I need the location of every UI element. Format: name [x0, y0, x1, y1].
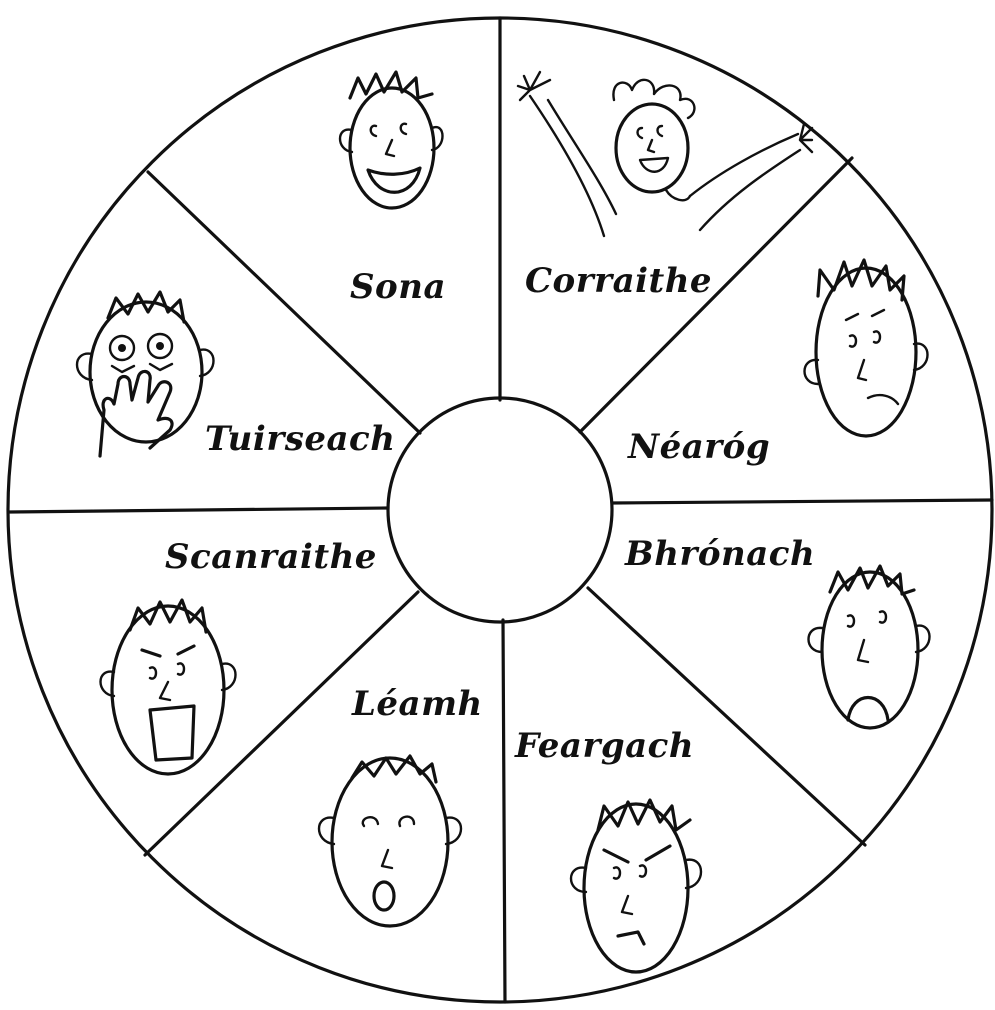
bored-face-icon: [319, 756, 461, 926]
tired-face-icon: [77, 292, 214, 456]
label-corraithe: Corraithe: [525, 261, 712, 301]
center-hub: [388, 398, 612, 622]
angry-face-icon: [571, 800, 701, 972]
sad-face-icon: [809, 566, 930, 728]
label-tuirseach: Tuirseach: [205, 419, 395, 459]
spoke-bottom: [503, 620, 505, 1002]
scared-face-icon: [101, 600, 236, 774]
label-scanraithe: Scanraithe: [165, 537, 377, 577]
label-leamh: Léamh: [351, 684, 483, 724]
label-nearog: Néaróg: [627, 427, 770, 467]
spoke-left: [10, 508, 388, 512]
label-sona: Sona: [350, 267, 446, 307]
spoke-right: [612, 500, 992, 503]
label-feargach: Feargach: [514, 726, 694, 766]
label-bhronach: Bhrónach: [624, 534, 815, 574]
happy-face-icon: [340, 72, 443, 208]
nervous-face-icon: [805, 260, 928, 436]
